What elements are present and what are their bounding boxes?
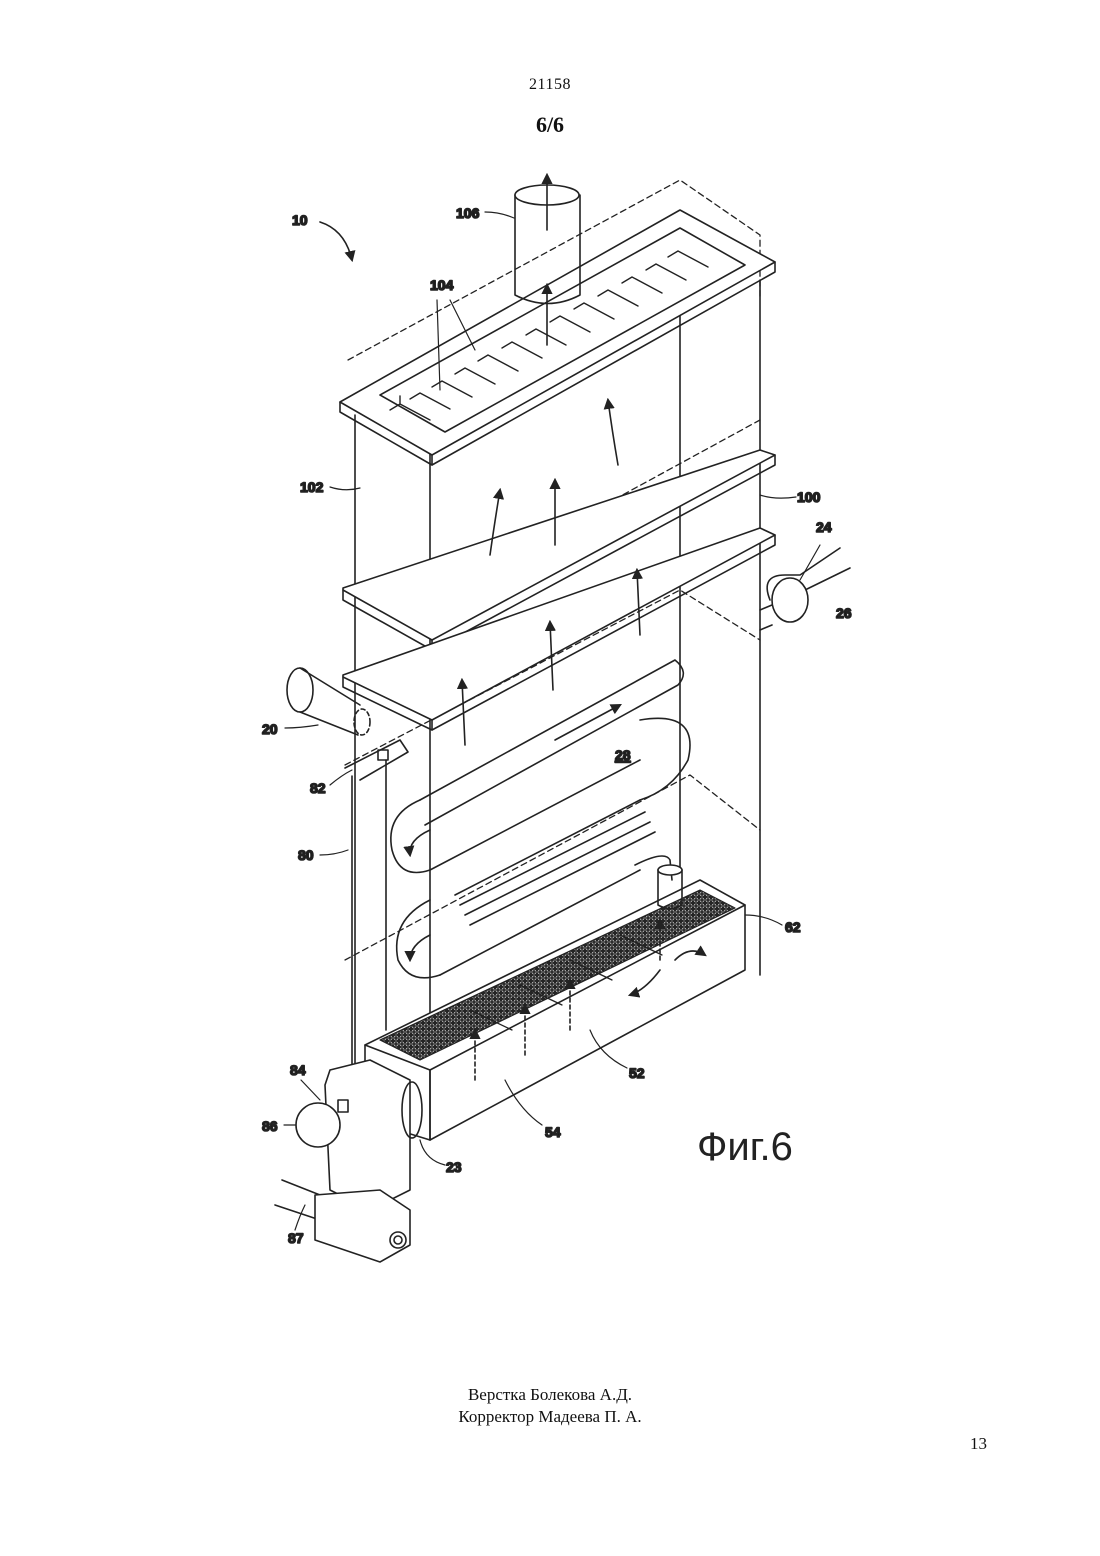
label-62: 62 xyxy=(785,919,801,935)
label-23: 23 xyxy=(446,1159,462,1175)
label-20: 20 xyxy=(262,721,278,737)
label-82: 82 xyxy=(310,780,326,796)
figure-caption: Фиг.6 xyxy=(697,1125,793,1170)
label-28: 28 xyxy=(615,747,631,763)
label-10: 10 xyxy=(292,212,308,228)
label-106: 106 xyxy=(456,205,480,221)
page-number: 13 xyxy=(970,1434,987,1454)
footer-proofreader-credit: Корректор Мадеева П. А. xyxy=(0,1406,1100,1428)
label-26: 26 xyxy=(836,605,852,621)
label-102: 102 xyxy=(300,479,324,495)
footer-credits: Верстка Болекова А.Д. Корректор Мадеева … xyxy=(0,1384,1100,1428)
label-86: 86 xyxy=(262,1118,278,1134)
label-100: 100 xyxy=(797,489,821,505)
label-52: 52 xyxy=(629,1065,645,1081)
top-baffle-tray xyxy=(340,210,775,465)
footer-layout-credit: Верстка Болекова А.Д. xyxy=(0,1384,1100,1406)
label-54: 54 xyxy=(545,1124,561,1140)
label-104: 104 xyxy=(430,277,454,293)
label-80: 80 xyxy=(298,847,314,863)
label-84: 84 xyxy=(290,1062,306,1078)
reference-arrow-10 xyxy=(320,222,352,260)
label-24: 24 xyxy=(816,519,832,535)
label-87: 87 xyxy=(288,1230,304,1246)
